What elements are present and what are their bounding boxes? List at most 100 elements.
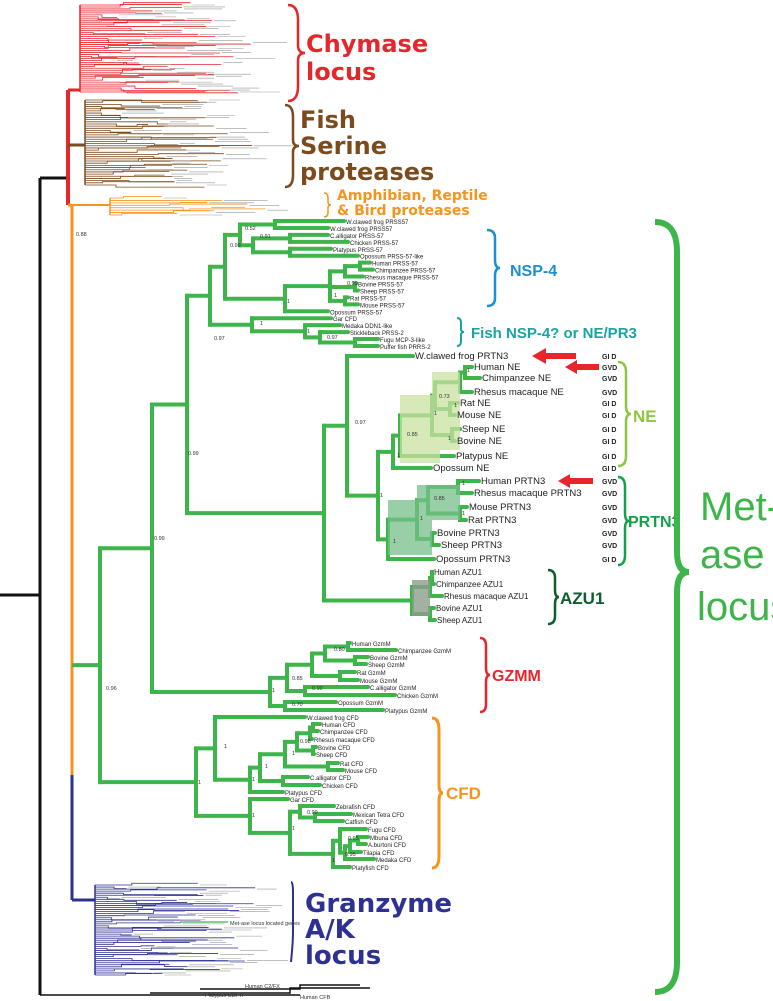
nsp4-clade-label: NSP-4 [486, 228, 557, 308]
nsp4-label: NSP-4 [510, 263, 557, 280]
azu1-shade [412, 580, 430, 616]
leaf-label: Chicken CFD [322, 784, 358, 790]
bootstrap-value: 1 [397, 453, 400, 459]
branch [85, 174, 165, 177]
amphibian-label-line2: & Bird proteases [337, 203, 470, 219]
leaf-label: Fugu CFD [368, 828, 396, 834]
branch [85, 147, 182, 151]
bootstrap-value: 1 [462, 481, 465, 487]
leaf-label: Tilapia CFD [363, 851, 395, 857]
bootstrap-value: 0.52 [245, 226, 256, 232]
bootstrap-value: 1 [252, 777, 255, 783]
leaf-label: W.clawed frog CFD [307, 716, 359, 722]
fish-serine-label-line3: proteases [300, 158, 434, 186]
red-arrow-icon [565, 360, 599, 374]
leaf-label: Platypus NE [456, 451, 508, 462]
leaf-label: Opossum PRTN3 [436, 554, 510, 565]
branch [80, 76, 144, 81]
branch [95, 947, 239, 951]
leaf-label: Rhesus macaque PRTN3 [474, 488, 582, 499]
branch [95, 964, 188, 967]
branch [85, 169, 188, 173]
motif-label: GI D [602, 427, 616, 434]
branch [80, 32, 146, 35]
branch [80, 81, 179, 85]
bootstrap-value: 0.73 [439, 394, 450, 400]
bootstrap-value: 1 [434, 411, 437, 417]
branch [95, 898, 177, 901]
branch [95, 909, 240, 911]
metase-label-line2: ase [700, 533, 765, 577]
motif-label: GVD [602, 390, 617, 397]
red-arrow-icon [558, 474, 593, 488]
motif-label: GI D [602, 466, 616, 473]
leaf-label: Bovine NE [457, 436, 502, 447]
leaf-label: Human NE [474, 362, 520, 373]
leaf-label: Sheep PRTN3 [441, 540, 502, 551]
leaf-label: Human AZU1 [434, 568, 483, 577]
branch [85, 184, 205, 188]
platypus-c2-label: Platypus C2/FX [205, 993, 244, 999]
prtn3-clade-label: PRTN3 [617, 475, 681, 567]
branch [85, 171, 170, 175]
branch [80, 89, 206, 93]
leaf-label: Sheep GzmM [368, 663, 405, 669]
leaf-label: Rat PRSS-57 [350, 296, 387, 302]
branch [80, 57, 116, 61]
leaf-label: Mouse GzmM [360, 679, 397, 685]
ne-shade [400, 372, 460, 463]
cfd-clade-label: CFD [431, 716, 481, 870]
branch [95, 973, 163, 976]
branch [85, 124, 148, 127]
bootstrap-value: 1 [448, 436, 451, 442]
leaf-label: Chimpanzee NE [482, 373, 551, 384]
bootstrap-value: 1 [198, 780, 201, 786]
branch [95, 900, 193, 905]
motif-label: GVD [602, 518, 617, 525]
branch [80, 56, 234, 59]
fish-nsp4-label: Fish NSP-4? or NE/PR3 [471, 325, 637, 342]
branch [85, 132, 228, 135]
leaf-label: Bovine CFD [318, 746, 351, 752]
branch [95, 958, 216, 961]
bootstrap-value: 1 [265, 764, 268, 770]
branch [95, 919, 157, 923]
branch [95, 927, 222, 930]
branch [110, 196, 162, 199]
motif-label: GVD [602, 531, 617, 538]
branch [95, 908, 229, 912]
granzyme-label-line1: Granzyme [305, 889, 452, 919]
cfd-label: CFD [446, 784, 481, 803]
branch [110, 210, 214, 213]
leaf-label: Bovine PRTN3 [437, 528, 500, 539]
branch [110, 203, 248, 206]
leaf-label: Bovine GzmM [370, 656, 408, 662]
branch [80, 46, 155, 49]
azu1-label: AZU1 [560, 589, 604, 608]
leaf-label: Chimpanzee AZU1 [436, 580, 504, 589]
branch [95, 930, 207, 933]
metase-label-line1: Met- [700, 485, 773, 529]
leaf-label: Stickleback PRSS-2 [350, 331, 404, 337]
leaf-label: W.clawed frog PRSS57 [346, 220, 409, 226]
branch [85, 100, 198, 103]
bootstrap-value: 0.96 [106, 686, 117, 692]
leaf-label: Mbuna CFD [370, 836, 403, 842]
bootstrap-value: 1 [307, 329, 310, 335]
branch [95, 902, 188, 904]
motif-label: GI D [602, 354, 616, 361]
ne-clade-label: NE [617, 360, 657, 468]
branch [85, 136, 217, 140]
bootstrap-value: 1 [393, 539, 396, 545]
root-support-value: 0.88 [76, 232, 87, 238]
bootstrap-value: 0.99 [347, 281, 358, 287]
leaf-label: Platypus GzmM [385, 709, 427, 715]
branch [95, 960, 229, 964]
leaf-label: Rhesus macaque NE [474, 387, 564, 398]
branch [110, 213, 178, 216]
granzyme-clade-label: Granzyme A/K locus [290, 881, 452, 971]
leaf-label: Gar CFD [333, 317, 358, 323]
branch [95, 945, 155, 947]
branch [95, 882, 198, 886]
